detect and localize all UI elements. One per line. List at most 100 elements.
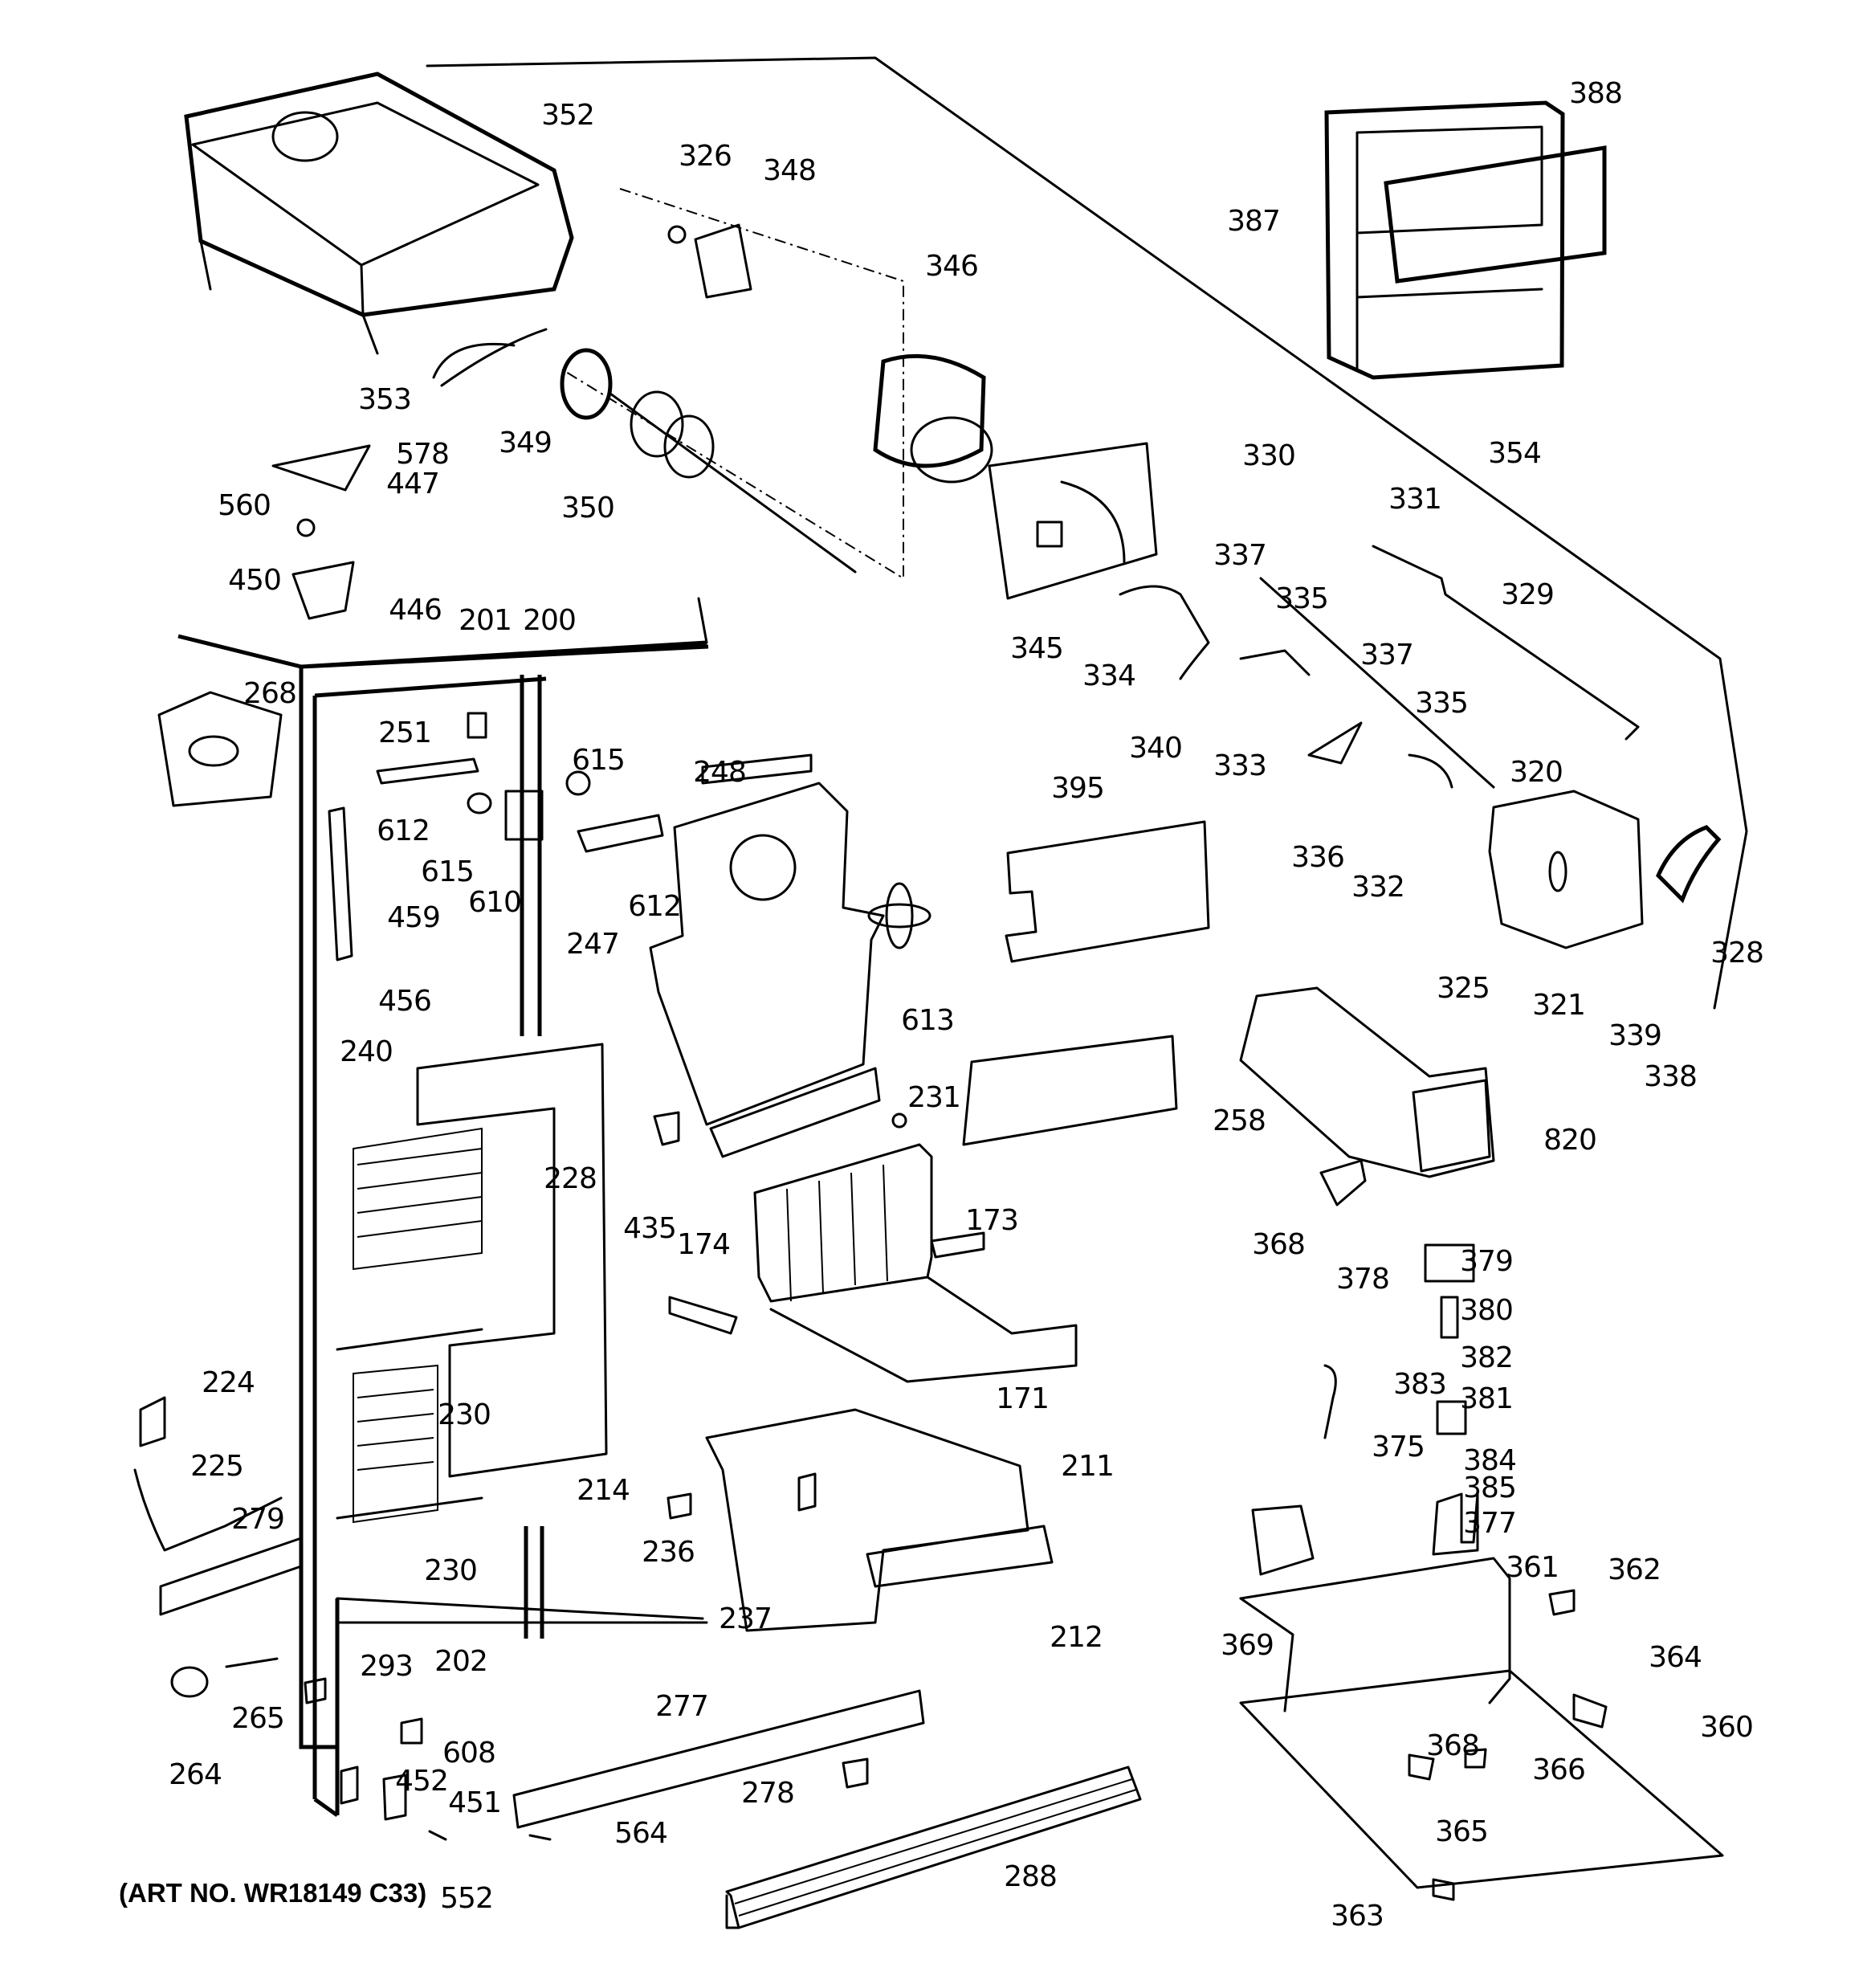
part-label-349: 349 xyxy=(499,427,552,459)
part-label-202: 202 xyxy=(434,1645,488,1678)
part-label-265: 265 xyxy=(231,1702,285,1735)
part-label-820: 820 xyxy=(1543,1124,1597,1157)
part-label-368: 368 xyxy=(1252,1228,1306,1261)
air-duct-part xyxy=(649,753,885,1158)
part-label-366: 366 xyxy=(1532,1753,1586,1786)
part-label-354: 354 xyxy=(1488,437,1542,470)
part-label-268: 268 xyxy=(243,677,297,710)
part-label-363: 363 xyxy=(1331,1900,1384,1933)
part-label-278: 278 xyxy=(741,1777,795,1810)
part-label-612: 612 xyxy=(628,890,682,923)
part-label-456: 456 xyxy=(378,985,432,1018)
auger-motor-bracket-part xyxy=(988,442,1158,600)
part-label-381: 381 xyxy=(1460,1382,1514,1415)
part-label-335: 335 xyxy=(1275,582,1329,615)
part-label-560: 560 xyxy=(218,489,271,522)
part-label-328: 328 xyxy=(1710,937,1764,970)
part-label-378: 378 xyxy=(1336,1263,1390,1296)
part-label-610: 610 xyxy=(468,886,522,919)
part-label-335: 335 xyxy=(1415,687,1469,720)
ice-maker-assembly-outline xyxy=(426,56,1748,1010)
part-label-375: 375 xyxy=(1372,1431,1425,1463)
part-label-237: 237 xyxy=(719,1602,773,1635)
part-label-382: 382 xyxy=(1460,1341,1514,1374)
part-label-446: 446 xyxy=(389,594,442,627)
part-label-321: 321 xyxy=(1532,989,1586,1022)
part-label-264: 264 xyxy=(169,1758,222,1791)
part-label-435: 435 xyxy=(623,1212,677,1245)
part-label-171: 171 xyxy=(996,1382,1050,1415)
part-label-333: 333 xyxy=(1213,749,1267,782)
part-label-615: 615 xyxy=(572,744,626,777)
part-label-451: 451 xyxy=(448,1786,502,1819)
wire-lever-part xyxy=(1372,545,1640,741)
part-label-247: 247 xyxy=(566,928,620,961)
part-label-578: 578 xyxy=(396,438,450,471)
part-label-279: 279 xyxy=(231,1503,285,1536)
part-label-346: 346 xyxy=(925,250,979,283)
part-label-331: 331 xyxy=(1388,483,1442,516)
part-label-201: 201 xyxy=(459,604,512,637)
ice-maker-cover-part xyxy=(1005,820,1210,963)
part-label-352: 352 xyxy=(541,99,595,132)
part-label-224: 224 xyxy=(202,1366,255,1399)
part-label-248: 248 xyxy=(693,756,747,789)
part-label-564: 564 xyxy=(614,1817,668,1850)
part-label-277: 277 xyxy=(655,1690,709,1723)
part-label-387: 387 xyxy=(1227,205,1281,238)
rail-part xyxy=(512,1689,925,1829)
spring-part xyxy=(139,1396,166,1447)
part-label-362: 362 xyxy=(1608,1553,1661,1586)
part-label-230: 230 xyxy=(438,1398,491,1431)
part-label-236: 236 xyxy=(642,1536,695,1569)
part-label-395: 395 xyxy=(1051,772,1105,805)
part-label-365: 365 xyxy=(1435,1815,1489,1848)
part-label-231: 231 xyxy=(907,1081,961,1114)
part-label-379: 379 xyxy=(1460,1245,1514,1278)
part-label-211: 211 xyxy=(1061,1450,1115,1483)
part-label-447: 447 xyxy=(386,467,440,500)
part-label-230: 230 xyxy=(424,1554,478,1587)
part-label-258: 258 xyxy=(1213,1104,1266,1137)
part-label-350: 350 xyxy=(561,492,615,525)
part-label-364: 364 xyxy=(1649,1641,1702,1674)
part-label-348: 348 xyxy=(763,154,817,187)
fan-blade-part xyxy=(867,882,932,949)
part-label-377: 377 xyxy=(1463,1507,1517,1540)
part-label-329: 329 xyxy=(1501,578,1555,611)
part-label-251: 251 xyxy=(378,716,432,749)
part-label-612: 612 xyxy=(377,814,430,847)
part-label-369: 369 xyxy=(1221,1629,1274,1662)
mechanism-levers-part xyxy=(1119,585,1453,789)
part-label-214: 214 xyxy=(577,1474,630,1507)
part-label-200: 200 xyxy=(523,604,577,637)
grille-part xyxy=(725,1766,1142,1929)
part-label-240: 240 xyxy=(340,1035,393,1068)
art-number-caption: (ART NO. WR18149 C33) xyxy=(119,1878,427,1908)
part-label-332: 332 xyxy=(1351,871,1405,904)
part-label-608: 608 xyxy=(442,1737,496,1770)
part-label-384: 384 xyxy=(1463,1444,1517,1477)
part-label-339: 339 xyxy=(1608,1019,1662,1052)
drain-tube-part xyxy=(133,1468,283,1552)
freezer-cabinet-part xyxy=(177,634,709,1749)
solenoid-assembly-part xyxy=(1424,1243,1479,1556)
part-label-330: 330 xyxy=(1242,439,1296,472)
part-label-212: 212 xyxy=(1050,1621,1103,1654)
dispenser-housing-part xyxy=(1239,1504,1724,1889)
part-label-360: 360 xyxy=(1700,1711,1754,1744)
part-label-385: 385 xyxy=(1463,1472,1517,1504)
auger-wire-part xyxy=(440,328,548,387)
ice-bin-part xyxy=(705,1408,1054,1632)
part-label-383: 383 xyxy=(1393,1368,1447,1401)
light-socket-part xyxy=(157,691,283,807)
part-label-293: 293 xyxy=(360,1650,414,1683)
part-label-325: 325 xyxy=(1437,972,1490,1005)
shield-part xyxy=(962,1035,1178,1146)
part-label-388: 388 xyxy=(1569,77,1623,110)
part-label-337: 337 xyxy=(1360,639,1414,672)
auger-motor-drum-part xyxy=(873,353,986,468)
part-label-459: 459 xyxy=(387,901,441,934)
part-label-337: 337 xyxy=(1213,539,1267,572)
